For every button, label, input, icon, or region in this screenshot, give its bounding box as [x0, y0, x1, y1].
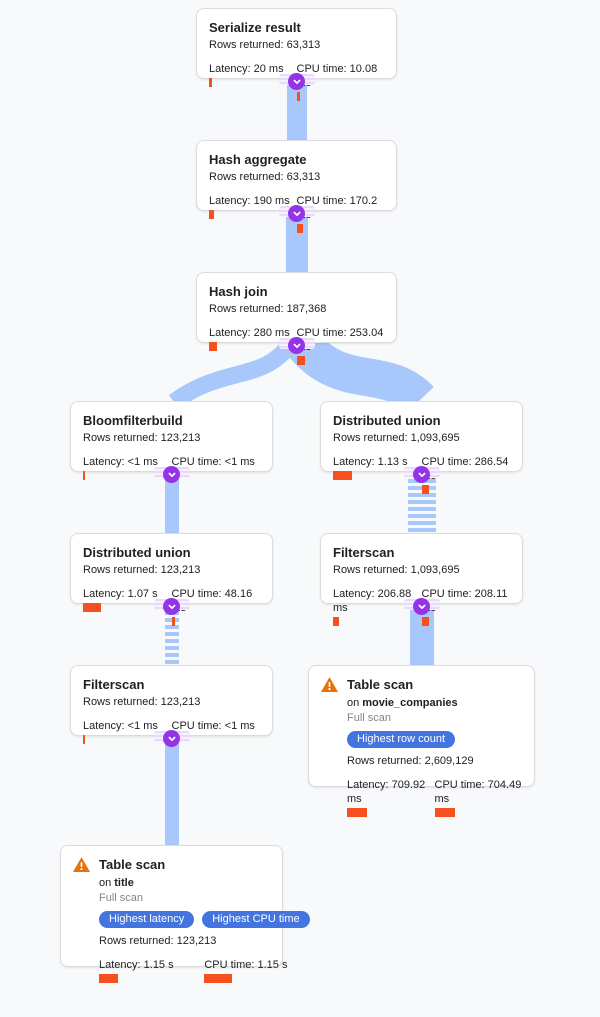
cpu-time-bar — [434, 808, 455, 817]
node-title: Hash join — [209, 284, 268, 299]
latency-bar — [209, 342, 217, 351]
collapse-toggle-distributed-union-left[interactable] — [163, 598, 180, 615]
latency-bar — [333, 617, 339, 626]
rows-returned: Rows returned: 63,313 — [209, 39, 321, 51]
latency-bar — [83, 471, 85, 480]
rows-returned: Rows returned: 1,093,695 — [333, 432, 460, 444]
cpu-time-label: CPU time: 704.49 ms — [434, 779, 522, 805]
collapse-toggle-filterscan-left[interactable] — [163, 730, 180, 747]
latency-bar — [209, 78, 212, 87]
edge-distunion-to-filterscan-left — [164, 604, 179, 665]
cpu-time-label: CPU time: <1 ms — [171, 720, 255, 732]
latency-bar — [209, 210, 214, 219]
latency-label: Latency: 20 ms — [209, 63, 284, 75]
cpu-time-bar — [171, 617, 175, 626]
latency-label: Latency: 190 ms — [209, 195, 290, 207]
latency-bar — [83, 603, 101, 612]
node-title: Distributed union — [333, 413, 441, 428]
edge-bloom-to-distunion-left — [164, 472, 179, 533]
chevron-down-icon — [168, 472, 175, 477]
rows-returned: Rows returned: 123,213 — [83, 564, 201, 576]
collapse-toggle-serialize-result[interactable] — [288, 73, 305, 90]
cpu-time-bar — [421, 617, 429, 626]
node-title: Hash aggregate — [209, 152, 307, 167]
plan-node-serialize-result[interactable]: Serialize result Rows returned: 63,313 L… — [196, 8, 397, 101]
badge-highest-row-count: Highest row count — [347, 731, 456, 748]
cpu-time-bar — [296, 224, 303, 233]
cpu-time-bar — [296, 356, 305, 365]
node-title: Table scan — [347, 677, 414, 692]
rows-returned: Rows returned: 1,093,695 — [333, 564, 460, 576]
plan-node-hash-aggregate[interactable]: Hash aggregate Rows returned: 63,313 Lat… — [196, 140, 397, 233]
plan-node-filterscan-right[interactable]: Filterscan Rows returned: 1,093,695 Late… — [320, 533, 523, 626]
table-name: title — [114, 877, 134, 889]
node-title: Filterscan — [333, 545, 395, 560]
plan-node-bloomfilterbuild[interactable]: Bloomfilterbuild Rows returned: 123,213 … — [70, 401, 273, 480]
edge-hashjoin-to-distributed-union-right — [288, 331, 434, 415]
node-title: Bloomfilterbuild — [83, 413, 183, 428]
latency-label: Latency: 280 ms — [209, 327, 290, 339]
node-title: Distributed union — [83, 545, 191, 560]
collapse-toggle-hash-aggregate[interactable] — [288, 205, 305, 222]
node-title: Serialize result — [209, 20, 301, 35]
edge-hashjoin-to-bloomfilterbuild — [168, 338, 298, 409]
rows-returned: Rows returned: 123,213 — [83, 696, 201, 708]
cpu-time-label: CPU time: <1 ms — [171, 456, 255, 468]
badge-highest-latency: Highest latency — [99, 911, 195, 928]
latency-bar — [83, 735, 85, 744]
rows-returned: Rows returned: 123,213 — [99, 935, 217, 947]
scan-type: Full scan — [99, 892, 144, 904]
collapse-toggle-distributed-union-right[interactable] — [413, 466, 430, 483]
cpu-time-label: CPU time: 1.15 s — [204, 959, 288, 971]
cpu-time-bar — [296, 92, 300, 101]
latency-bar — [333, 471, 352, 480]
rows-returned: Rows returned: 123,213 — [83, 432, 201, 444]
latency-label: Latency: 1.15 s — [99, 959, 174, 971]
edge-filterscan-to-tablescan-left — [164, 736, 179, 845]
latency-label: Latency: 709.92 ms — [347, 779, 426, 805]
plan-node-hash-join[interactable]: Hash join Rows returned: 187,368 Latency… — [196, 272, 397, 365]
chevron-down-icon — [293, 79, 300, 84]
scan-type: Full scan — [347, 712, 392, 724]
plan-node-distributed-union-right[interactable]: Distributed union Rows returned: 1,093,6… — [320, 401, 523, 494]
plan-node-distributed-union-left[interactable]: Distributed union Rows returned: 123,213… — [70, 533, 273, 626]
latency-label: Latency: <1 ms — [83, 720, 158, 732]
chevron-down-icon — [418, 472, 425, 477]
warning-icon — [73, 856, 99, 983]
chevron-down-icon — [168, 604, 175, 609]
cpu-time-bar — [204, 974, 233, 983]
collapse-toggle-bloomfilterbuild[interactable] — [163, 466, 180, 483]
chevron-down-icon — [293, 343, 300, 348]
latency-label: Latency: <1 ms — [83, 456, 158, 468]
latency-bar — [347, 808, 367, 817]
chevron-down-icon — [293, 211, 300, 216]
rows-returned: Rows returned: 2,609,129 — [347, 755, 474, 767]
latency-bar — [99, 974, 118, 983]
node-title: Table scan — [99, 857, 166, 872]
node-title: Filterscan — [83, 677, 145, 692]
edge-serialize-to-hashagg — [286, 79, 307, 140]
latency-label: Latency: 206.88 ms — [333, 588, 412, 614]
badge-highest-cpu-time: Highest CPU time — [202, 911, 310, 928]
collapse-toggle-filterscan-right[interactable] — [413, 598, 430, 615]
collapse-toggle-hash-join[interactable] — [288, 337, 305, 354]
latency-label: Latency: 1.07 s — [83, 588, 158, 600]
rows-returned: Rows returned: 63,313 — [209, 171, 321, 183]
latency-label: Latency: 1.13 s — [333, 456, 408, 468]
rows-returned: Rows returned: 187,368 — [209, 303, 327, 315]
chevron-down-icon — [168, 736, 175, 741]
table-name: movie_companies — [362, 697, 458, 709]
chevron-down-icon — [418, 604, 425, 609]
cpu-time-bar — [421, 485, 429, 494]
warning-icon — [321, 676, 347, 817]
plan-node-filterscan-left[interactable]: Filterscan Rows returned: 123,213 Latenc… — [70, 665, 273, 744]
